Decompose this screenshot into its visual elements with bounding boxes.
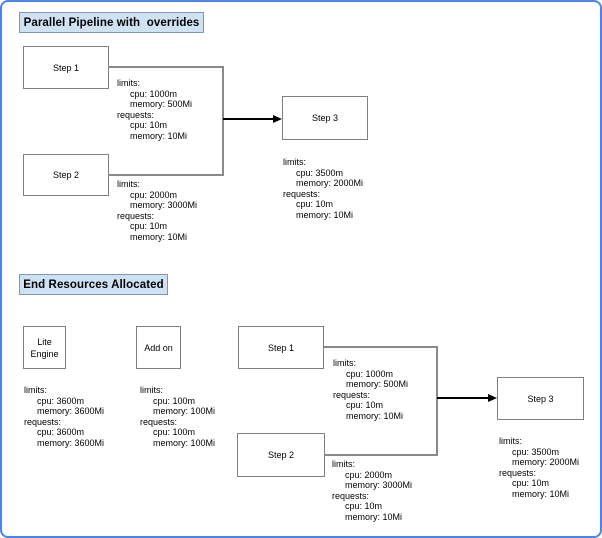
bottom-add-on-node: Add on — [136, 326, 181, 369]
bottom-arrowhead-icon — [488, 394, 497, 402]
resource-line: cpu: 2000m — [345, 469, 393, 480]
resource-line: memory: 100Mi — [153, 406, 216, 416]
bottom-merge-connector-line — [436, 346, 438, 456]
bottom-step2-label: Step 2 — [267, 450, 295, 460]
top-section-title: Parallel Pipeline with overrides — [19, 12, 204, 33]
resource-line: memory: 500Mi — [130, 99, 193, 109]
resource-line: memory: 2000Mi — [512, 457, 580, 467]
resource-line: requests: — [332, 490, 370, 501]
resource-line: requests: — [140, 416, 178, 427]
resource-line: cpu: 10m — [130, 221, 168, 231]
resource-line: cpu: 2000m — [130, 189, 178, 200]
top-step2-node: Step 2 — [23, 154, 109, 196]
resource-line: requests: — [283, 188, 321, 199]
resource-line: cpu: 100m — [153, 395, 196, 406]
resource-line: limits: — [283, 157, 306, 167]
resource-line: memory: 100Mi — [153, 437, 216, 448]
resource-line: requests: — [499, 467, 537, 478]
resource-line: memory: 2000Mi — [296, 178, 364, 188]
resource-line: limits: — [117, 78, 140, 88]
resource-line: requests: — [333, 389, 371, 400]
resource-line: cpu: 1000m — [130, 88, 178, 99]
resource-line: memory: 3000Mi — [130, 200, 198, 210]
resource-line: requests: — [24, 416, 62, 427]
top-step2-connector-line — [108, 174, 224, 176]
resource-line: cpu: 3600m — [37, 395, 85, 406]
bottom-arrow-to-step3-line — [437, 397, 488, 399]
bottom-lite-engine-label: Lite Engine — [30, 336, 59, 359]
bottom-step3-label: Step 3 — [527, 393, 554, 404]
bottom-step2-connector-line — [325, 454, 438, 456]
resource-line: memory: 3000Mi — [345, 480, 413, 490]
resource-line: memory: 10Mi — [346, 410, 404, 421]
resource-line: cpu: 10m — [512, 478, 550, 488]
bottom-section-title: End Resources Allocated — [19, 274, 168, 295]
bottom-lite-engine-node: Lite Engine — [23, 326, 66, 369]
resource-line: limits: — [499, 436, 522, 446]
resource-line: memory: 500Mi — [346, 379, 409, 389]
resource-line: limits: — [140, 385, 163, 395]
top-step1-connector-line — [108, 66, 224, 68]
resource-line: cpu: 3500m — [296, 167, 344, 178]
bottom-step2-node: Step 2 — [237, 433, 325, 477]
bottom-step1-connector-line — [324, 346, 438, 348]
bottom-step1-node: Step 1 — [238, 326, 324, 369]
top-arrow-to-step3-line — [223, 118, 273, 120]
top-step1-label: Step 1 — [52, 62, 80, 73]
resource-line: limits: — [332, 459, 355, 469]
top-step2-label: Step 2 — [52, 170, 80, 180]
resource-line: memory: 3600Mi — [37, 406, 105, 416]
resource-line: limits: — [117, 179, 140, 189]
resource-line: cpu: 10m — [296, 199, 334, 209]
top-arrowhead-icon — [273, 115, 282, 123]
bottom-step1-label: Step 1 — [267, 342, 295, 353]
resource-line: memory: 10Mi — [345, 511, 403, 522]
top-step1-node: Step 1 — [23, 46, 109, 89]
resource-line: cpu: 3500m — [512, 446, 560, 457]
resource-line: cpu: 3600m — [37, 427, 85, 437]
resource-line: cpu: 1000m — [346, 368, 394, 379]
resource-line: cpu: 10m — [346, 400, 384, 410]
resource-line: cpu: 10m — [130, 120, 168, 130]
bottom-add-on-label: Add on — [144, 342, 173, 353]
resource-line: cpu: 100m — [153, 427, 196, 437]
bottom-step3-node: Step 3 — [497, 377, 584, 420]
resource-line: requests: — [117, 210, 155, 221]
resource-line: memory: 10Mi — [130, 130, 188, 141]
resource-line: requests: — [117, 109, 155, 120]
top-step3-label: Step 3 — [311, 113, 339, 123]
resource-line: cpu: 10m — [345, 501, 383, 511]
top-step3-node: Step 3 — [282, 96, 368, 140]
resource-line: limits: — [333, 358, 356, 368]
resource-line: memory: 10Mi — [512, 488, 570, 499]
resource-line: memory: 10Mi — [296, 209, 354, 220]
resource-line: memory: 10Mi — [130, 231, 188, 242]
top-merge-connector-line — [222, 66, 224, 176]
resource-line: limits: — [24, 385, 47, 395]
resource-line: memory: 3600Mi — [37, 437, 105, 448]
